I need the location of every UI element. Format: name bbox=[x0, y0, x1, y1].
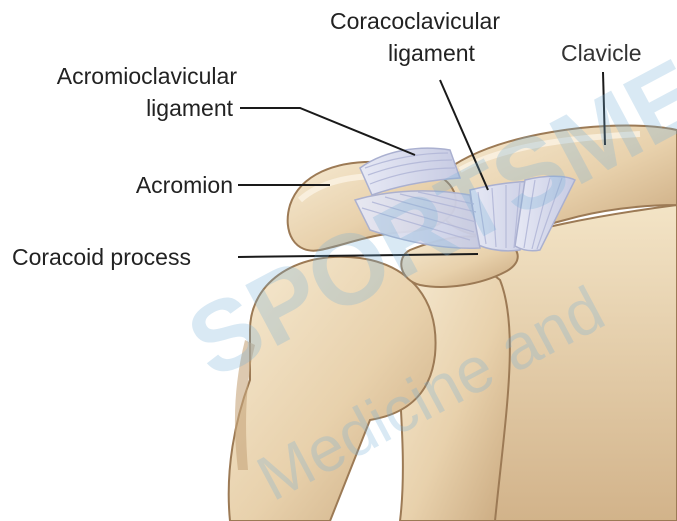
label-coracoid-process: Coracoid process bbox=[12, 244, 191, 270]
label-acromioclavicular-line1: Acromioclavicular bbox=[57, 63, 237, 89]
label-coracoclavicular-line1: Coracoclavicular bbox=[330, 8, 500, 34]
leader-acromioclavicular bbox=[240, 108, 415, 155]
coracoacromial-ligament bbox=[355, 191, 480, 248]
label-coracoclavicular-line2: ligament bbox=[388, 40, 475, 66]
label-acromion: Acromion bbox=[136, 172, 233, 198]
label-clavicle: Clavicle bbox=[561, 40, 642, 66]
label-acromioclavicular-line2: ligament bbox=[146, 95, 233, 121]
